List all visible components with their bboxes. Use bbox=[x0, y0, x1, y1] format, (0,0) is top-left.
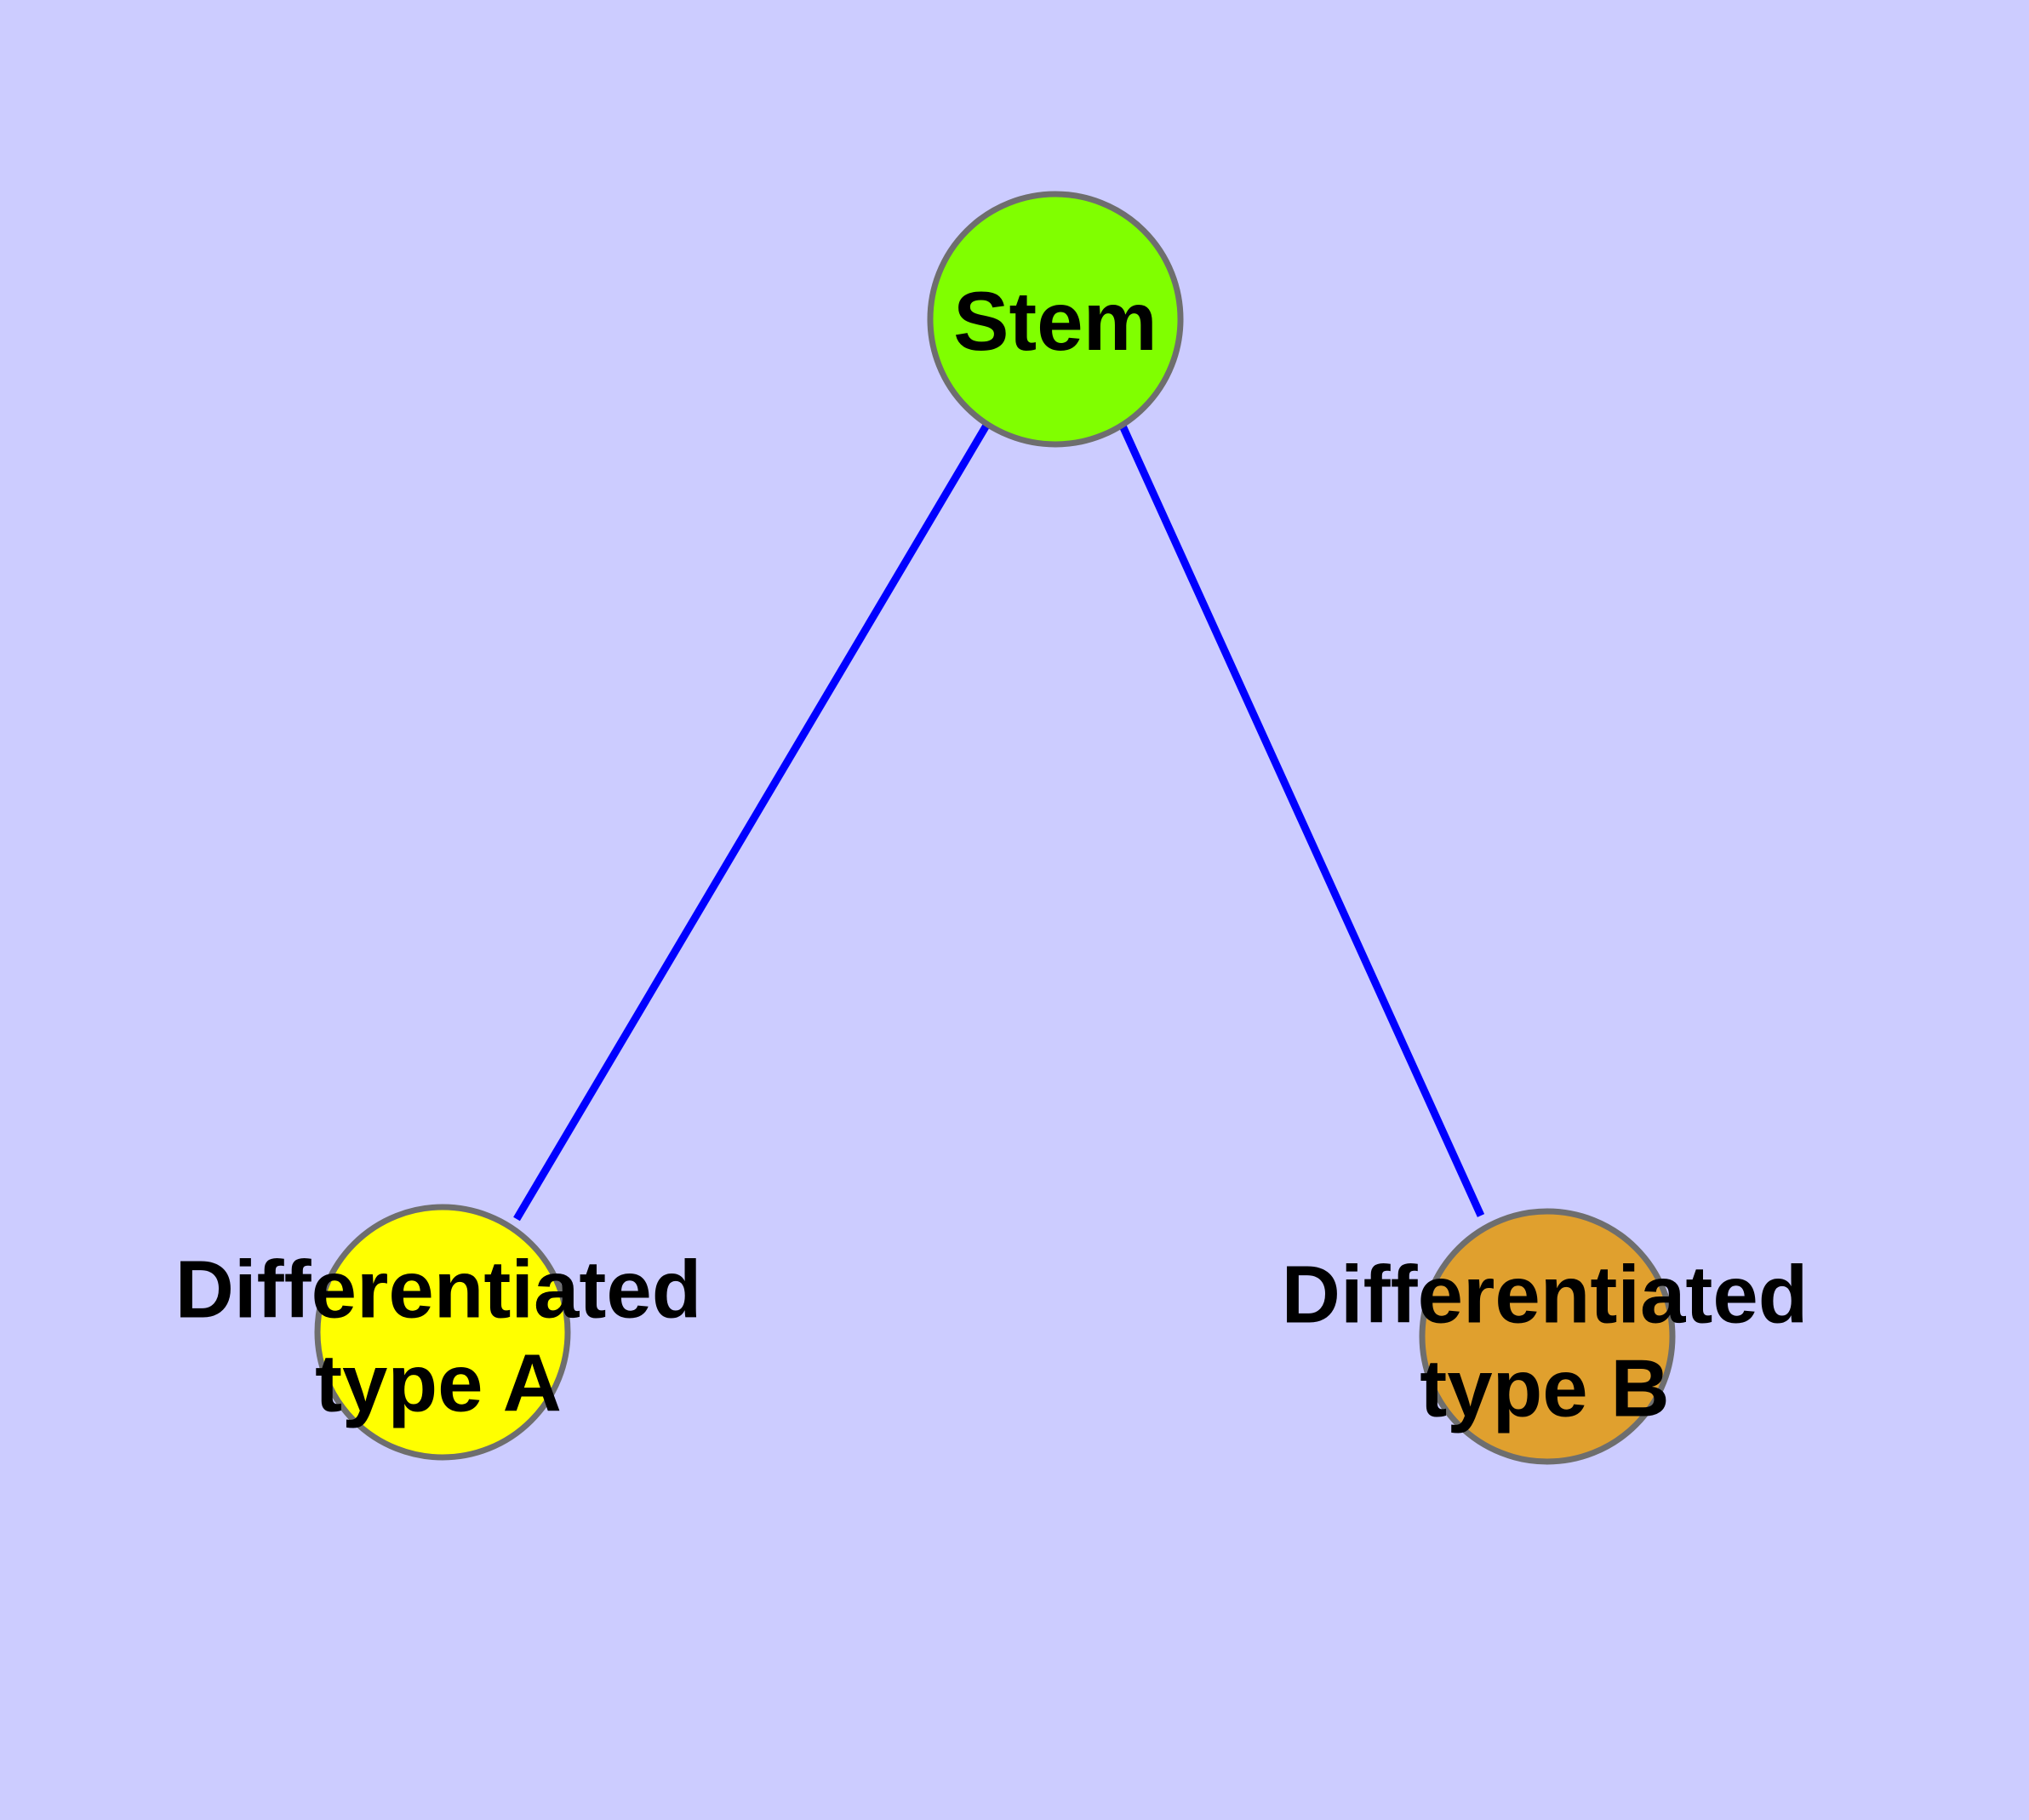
node-stem[interactable]: Stem bbox=[927, 191, 1184, 448]
node-differentiated-type-b[interactable]: Differentiated type B bbox=[1282, 1208, 1809, 1465]
differentiated-type-a-label-line-1: Differentiated bbox=[175, 1244, 702, 1335]
stem-node-circle[interactable] bbox=[927, 191, 1184, 448]
differentiated-type-b-label-line-2: type B bbox=[1420, 1342, 1669, 1434]
stem-node-label: Stem bbox=[953, 274, 1157, 368]
differentiated-type-a-label-line-2: type A bbox=[315, 1337, 562, 1428]
differentiated-type-b-label-line-1: Differentiated bbox=[1282, 1249, 1809, 1340]
differentiated-type-b-node-circle[interactable] bbox=[1419, 1208, 1676, 1465]
differentiated-type-a-node-circle[interactable] bbox=[314, 1204, 571, 1461]
edge-stem-to-differentiated-type-b[interactable] bbox=[1117, 422, 1485, 1217]
edge-stem-to-differentiated-type-a[interactable] bbox=[513, 421, 991, 1222]
node-differentiated-type-a[interactable]: Differentiated type A bbox=[175, 1204, 702, 1461]
edge-group bbox=[513, 421, 1485, 1222]
